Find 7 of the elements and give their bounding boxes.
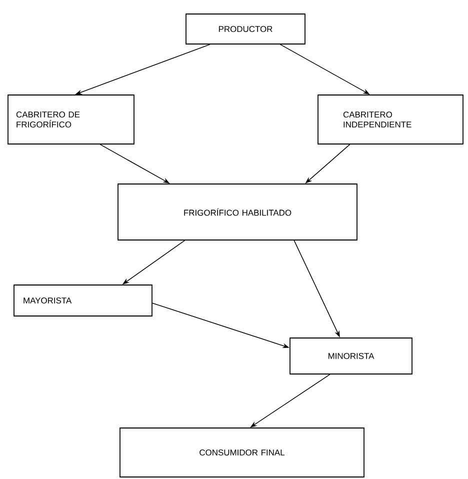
process-box: CONSUMIDOR FINAL bbox=[120, 428, 364, 478]
process-box: FRIGORÍFICO HABILITADO bbox=[118, 184, 358, 240]
process-box: CABRITERO DE FRIGORÍFICO bbox=[8, 94, 134, 144]
process-box: CABRITERO INDEPENDIENTE bbox=[318, 94, 464, 144]
process-box: MINORISTA bbox=[290, 338, 412, 374]
process-box: PRODUCTOR bbox=[186, 14, 306, 44]
process-box: MAYORISTA bbox=[14, 284, 152, 316]
